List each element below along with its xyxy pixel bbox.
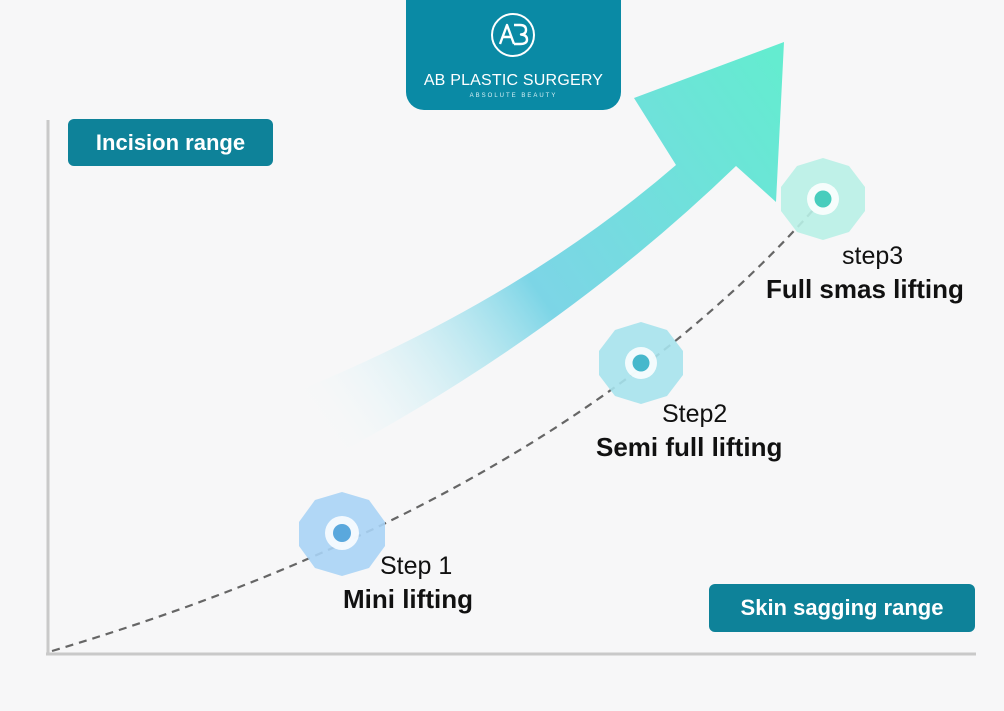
ab-logo-icon	[491, 13, 535, 57]
trend-curve	[51, 199, 823, 653]
step-3-name: Full smas lifting	[766, 274, 964, 304]
step-1-label: Step 1 Mini lifting	[340, 550, 520, 616]
step-2-name: Semi full lifting	[596, 432, 783, 462]
step-3-marker	[781, 158, 865, 240]
growth-arrow	[295, 42, 784, 460]
step-3-number: step3	[842, 242, 904, 270]
clinic-logo: AB PLASTIC SURGERY ABSOLUTE BEAUTY	[406, 0, 621, 110]
step-1-marker	[299, 492, 385, 576]
logo-tagline: ABSOLUTE BEAUTY	[469, 93, 558, 99]
step-2-marker	[599, 322, 683, 404]
logo-name: AB PLASTIC SURGERY	[423, 72, 604, 89]
step-2-label: Step2 Semi full lifting	[596, 398, 816, 464]
y-axis-label: Incision range	[68, 119, 273, 166]
x-axis-label: Skin sagging range	[709, 584, 975, 632]
step-3-label: step3 Full smas lifting	[766, 240, 996, 306]
step-1-name: Mini lifting	[343, 584, 473, 614]
step-1-number: Step 1	[380, 552, 453, 580]
step-2-number: Step2	[662, 400, 728, 428]
